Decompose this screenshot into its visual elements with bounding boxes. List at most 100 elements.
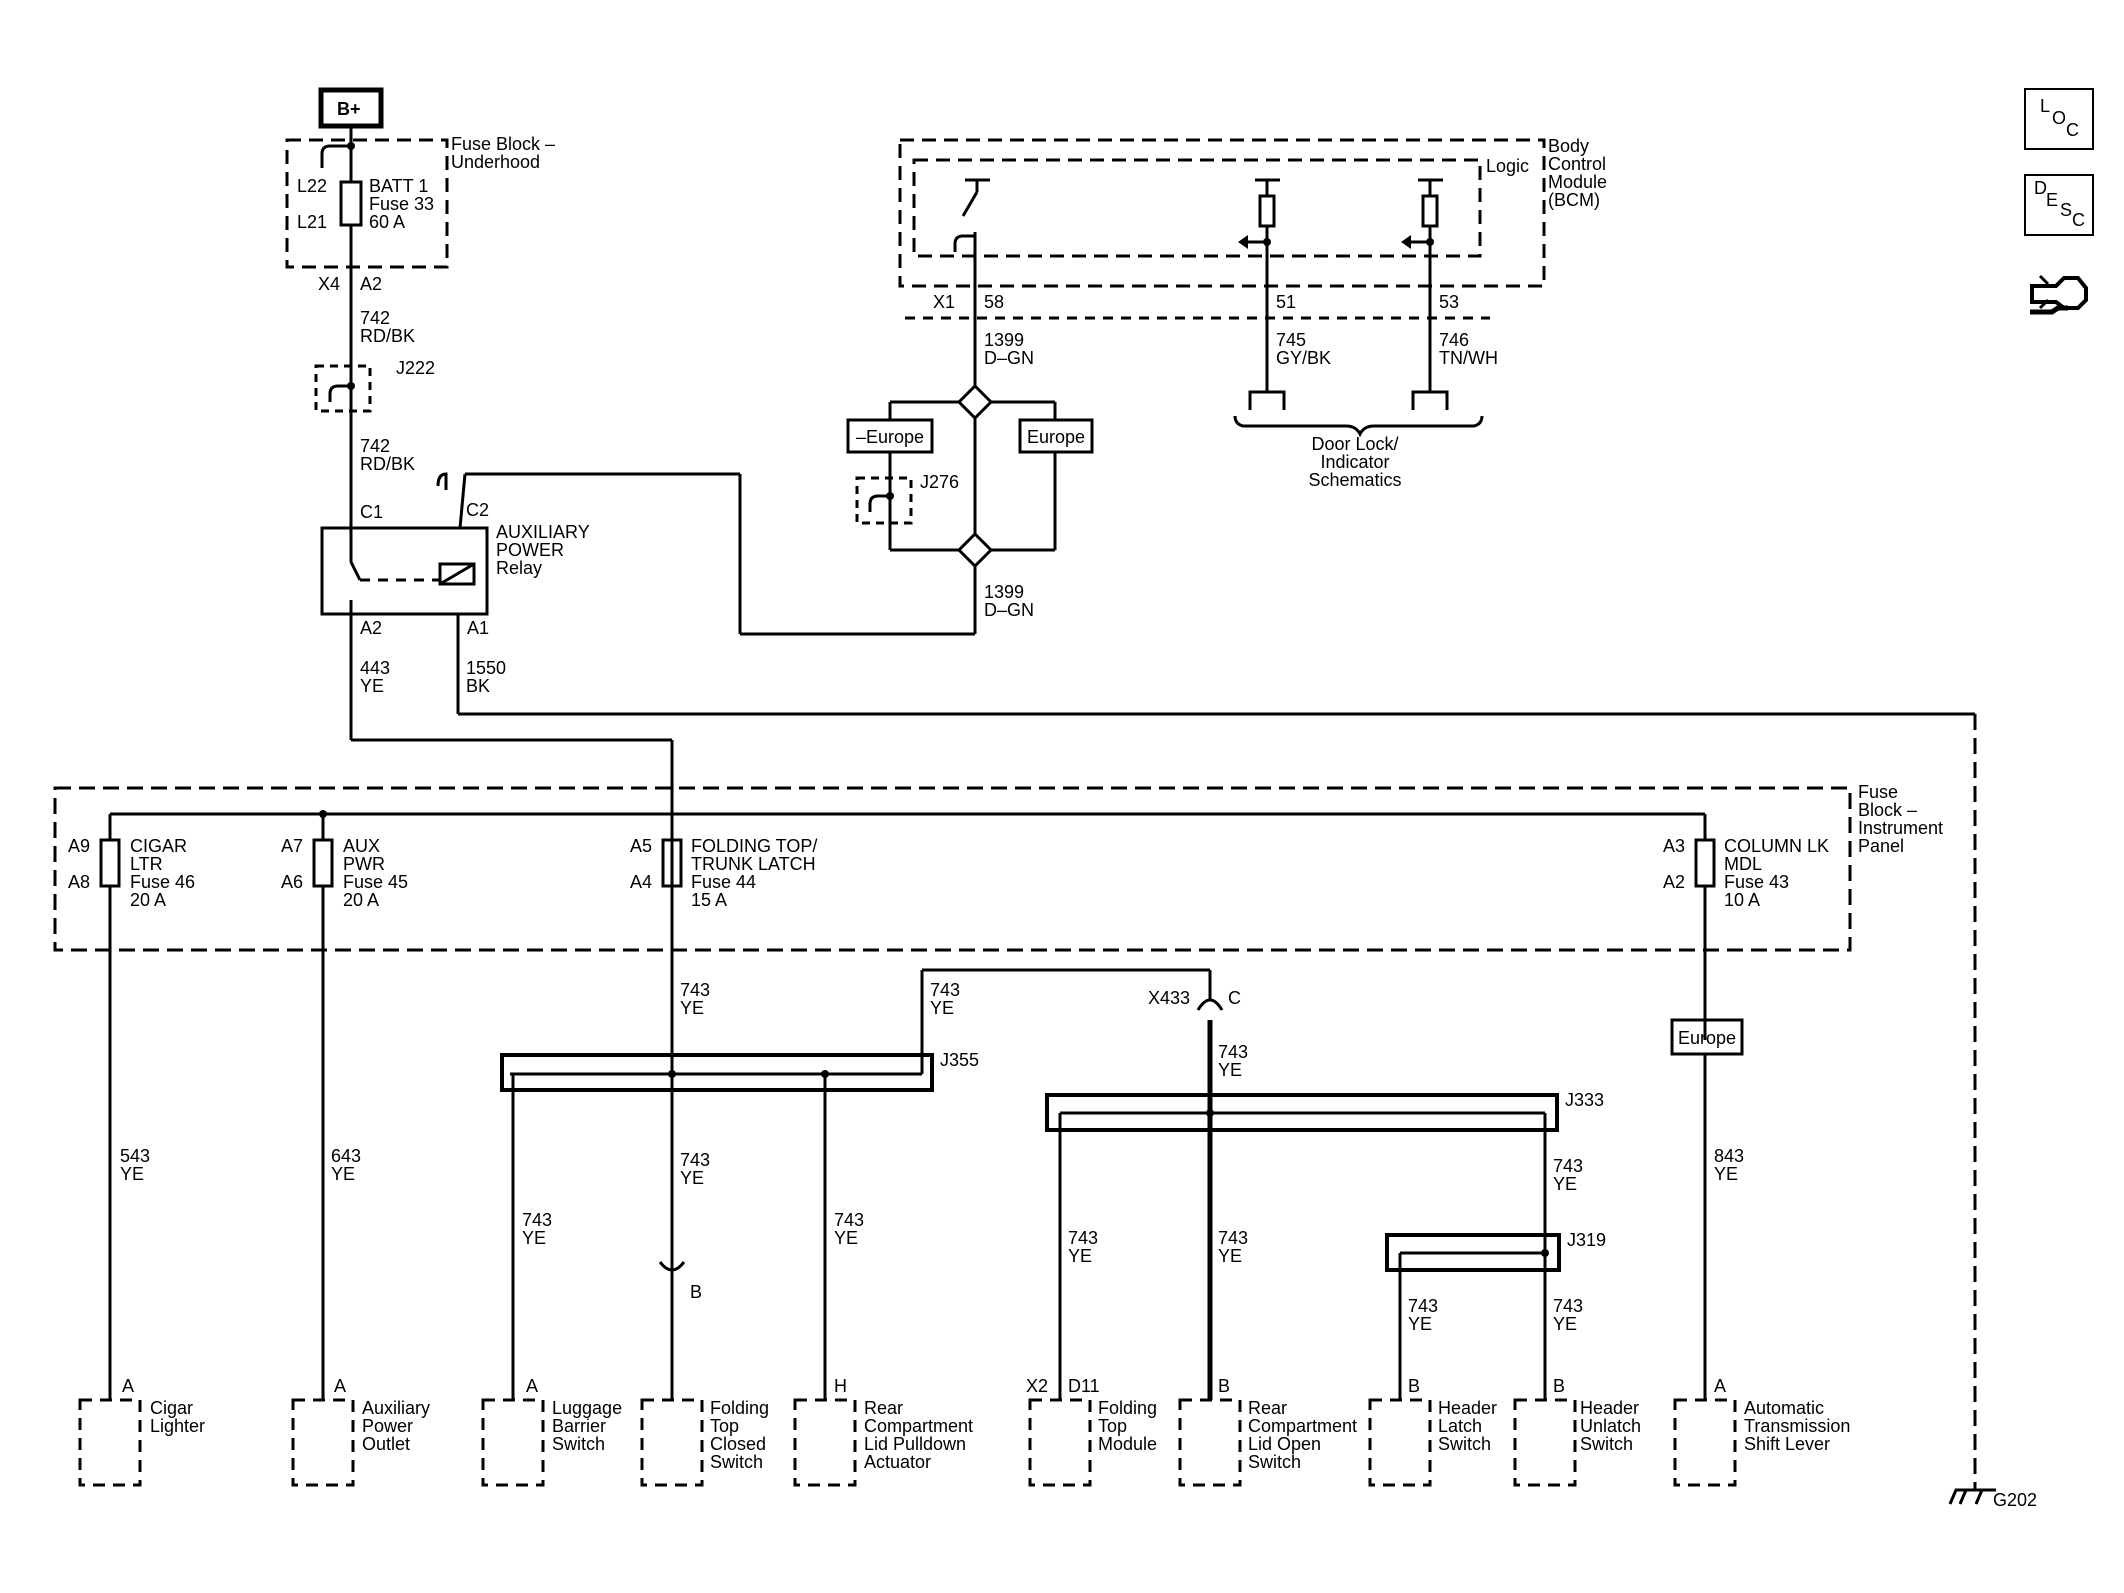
x433-pin-label: C xyxy=(1228,988,1241,1008)
wire-643-num: 643 xyxy=(331,1146,361,1166)
fuse44-pin-top: A5 xyxy=(630,836,652,856)
wire-743-b-num: 743 xyxy=(930,980,960,1000)
j276-label: J276 xyxy=(920,472,959,492)
instrument-panel-fuse-block xyxy=(53,786,1852,952)
fuse44-amps: 15 A xyxy=(691,890,727,910)
wire-1550-num: 1550 xyxy=(466,658,506,678)
cigar-lighter-l2: Lighter xyxy=(150,1416,205,1436)
j319-label: J319 xyxy=(1567,1230,1606,1250)
pulldown-l1: Rear xyxy=(864,1398,903,1418)
latch-l3: Switch xyxy=(1438,1434,1491,1454)
bcm-name-3: Module xyxy=(1548,172,1607,192)
wire-443-color: YE xyxy=(360,676,384,696)
inline-b-label: B xyxy=(690,1282,702,1302)
relay-name-3: Relay xyxy=(496,558,542,578)
cigar-lighter-pin: A xyxy=(122,1376,134,1396)
wire-1399-bot-num: 1399 xyxy=(984,582,1024,602)
aux-outlet-l2: Power xyxy=(362,1416,413,1436)
relay-coil xyxy=(438,562,476,586)
rear-lid-open-switch-box xyxy=(1178,1398,1242,1487)
pin-l22: L22 xyxy=(297,176,327,196)
ftm-conn: X2 xyxy=(1026,1376,1048,1396)
loc-letter-c: C xyxy=(2066,120,2079,140)
ftm-l2: Top xyxy=(1098,1416,1127,1436)
lid-open-l2: Compartment xyxy=(1248,1416,1357,1436)
relay-a2: A2 xyxy=(360,618,382,638)
description-icon[interactable]: D E S C xyxy=(2024,174,2094,236)
shift-lever-box xyxy=(1673,1398,1737,1487)
batt1-fuse-symbol xyxy=(339,180,363,227)
wire-743-k-num: 743 xyxy=(1553,1296,1583,1316)
wire-543-color: YE xyxy=(120,1164,144,1184)
door-ref-2: Indicator xyxy=(1320,452,1389,472)
desc-letter-d: D xyxy=(2034,178,2047,198)
bcm-logic-outline xyxy=(912,158,1482,258)
luggage-pin: A xyxy=(526,1376,538,1396)
pulldown-pin: H xyxy=(834,1376,847,1396)
wire-743-b-color: YE xyxy=(930,998,954,1018)
wire-742-b-num: 742 xyxy=(360,436,390,456)
location-icon[interactable]: L O C xyxy=(2024,88,2094,150)
wire-1399-bot-color: D–GN xyxy=(984,600,1034,620)
wire-743-e-color: YE xyxy=(522,1228,546,1248)
pin-a2-top: A2 xyxy=(360,274,382,294)
ip-block-label-1: Fuse xyxy=(1858,782,1898,802)
wire-743-d-color: YE xyxy=(680,1168,704,1188)
wire-743-c-color: YE xyxy=(1218,1060,1242,1080)
connector-end-view-icon-graphic xyxy=(2030,274,2088,315)
underhood-fuse-block xyxy=(285,138,449,269)
wire-643-color: YE xyxy=(331,1164,355,1184)
bcm-pin-51: 51 xyxy=(1276,292,1296,312)
latch-pin: B xyxy=(1408,1376,1420,1396)
j319-splice-pack xyxy=(1385,1233,1561,1272)
fuse44-name-1: FOLDING TOP/ xyxy=(691,836,817,856)
unlatch-l3: Switch xyxy=(1580,1434,1633,1454)
fuse44-pin-bot: A4 xyxy=(630,872,652,892)
fuse45-amps: 20 A xyxy=(343,890,379,910)
ip-block-label-2: Block – xyxy=(1858,800,1917,820)
wire-742-a-num: 742 xyxy=(360,308,390,328)
relay-name-1: AUXILIARY xyxy=(496,522,590,542)
wire-843-color: YE xyxy=(1714,1164,1738,1184)
fuse45-pin-bot: A6 xyxy=(281,872,303,892)
bcm-logic-label: Logic xyxy=(1486,156,1529,176)
folding-top-module-box xyxy=(1028,1398,1092,1487)
europe-column-label: Europe xyxy=(1678,1028,1736,1048)
relay-c2: C2 xyxy=(466,500,489,520)
fuse44-name-2: TRUNK LATCH xyxy=(691,854,816,874)
fuse43-name-1: COLUMN LK xyxy=(1724,836,1829,856)
europe-label: Europe xyxy=(1027,427,1085,447)
j333-splice-pack xyxy=(1045,1093,1559,1132)
fuse43-name-2: MDL xyxy=(1724,854,1762,874)
ground-g202-label: G202 xyxy=(1993,1490,2037,1510)
underhood-label-2: Underhood xyxy=(451,152,540,172)
fuse46-name-2: LTR xyxy=(130,854,163,874)
header-latch-switch-box xyxy=(1368,1398,1432,1487)
not-europe-label: –Europe xyxy=(856,427,924,447)
lid-open-pin: B xyxy=(1218,1376,1230,1396)
europe-column-option-box xyxy=(1670,1018,1744,1056)
fuse43-pin-top: A3 xyxy=(1663,836,1685,856)
pulldown-l4: Actuator xyxy=(864,1452,931,1472)
pin-l21: L21 xyxy=(297,212,327,232)
unlatch-l2: Unlatch xyxy=(1580,1416,1641,1436)
wire-743-f-num: 743 xyxy=(834,1210,864,1230)
j333-label: J333 xyxy=(1565,1090,1604,1110)
fuse45-name-2: PWR xyxy=(343,854,385,874)
connector-end-view-icon[interactable] xyxy=(2026,266,2096,336)
bcm-pin-53: 53 xyxy=(1439,292,1459,312)
ip-block-label-3: Instrument xyxy=(1858,818,1943,838)
fuse46-name-1: CIGAR xyxy=(130,836,187,856)
wire-743-g-num: 743 xyxy=(1068,1228,1098,1248)
desc-letter-s: S xyxy=(2060,200,2073,220)
lid-open-l3: Lid Open xyxy=(1248,1434,1321,1454)
wire-746-num: 746 xyxy=(1439,330,1469,350)
relay-a1: A1 xyxy=(467,618,489,638)
x433-label: X433 xyxy=(1148,988,1190,1008)
folding-closed-l1: Folding xyxy=(710,1398,769,1418)
shift-lever-l3: Shift Lever xyxy=(1744,1434,1830,1454)
wire-743-c-num: 743 xyxy=(1218,1042,1248,1062)
fuse44-num: Fuse 44 xyxy=(691,872,756,892)
batt1-amps: 60 A xyxy=(369,212,405,232)
loc-letter-o: O xyxy=(2052,108,2067,128)
